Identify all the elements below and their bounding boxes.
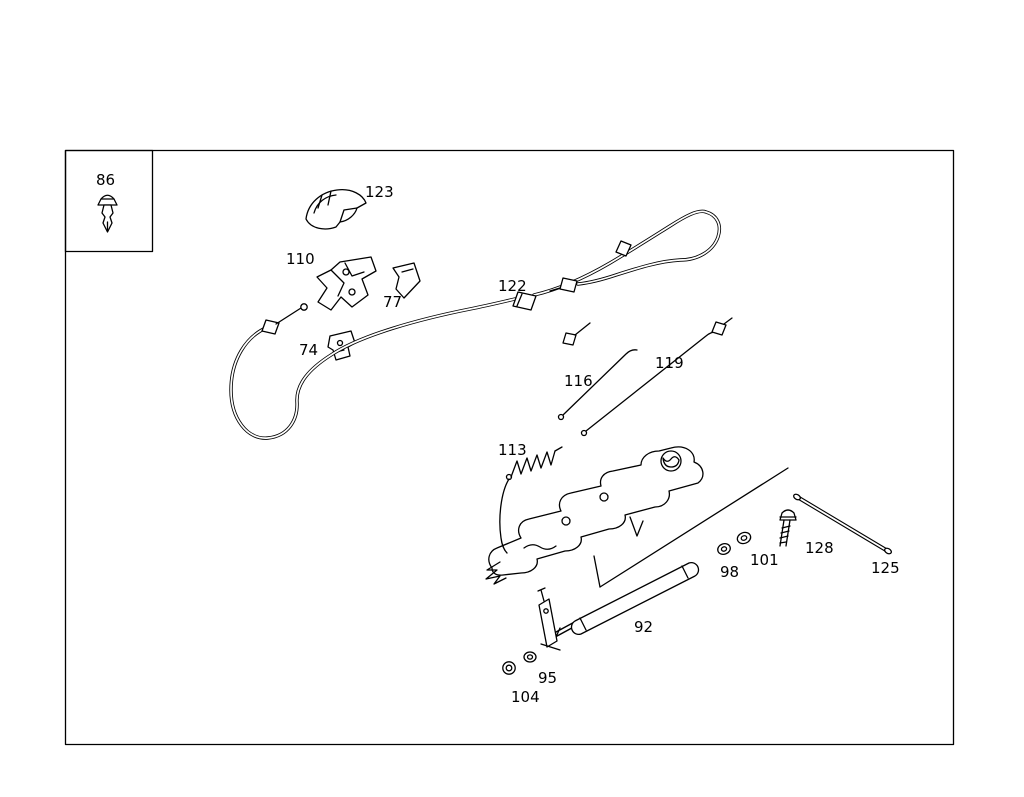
part-label-113: 113 <box>498 441 527 459</box>
cover-123-drawing <box>305 189 367 230</box>
part-label-86: 86 <box>96 171 116 189</box>
part-label-128: 128 <box>805 539 834 557</box>
part-label-122: 122 <box>498 277 527 295</box>
throttle-cable-122-drawing <box>229 209 722 440</box>
bolt-128-drawing <box>779 509 797 547</box>
part-label-98: 98 <box>720 563 740 581</box>
link-rod-125-drawing <box>793 493 892 555</box>
washer-104-drawing <box>502 661 516 675</box>
part-label-74: 74 <box>299 341 319 359</box>
part-label-104: 104 <box>511 688 540 706</box>
part-label-119: 119 <box>655 354 684 372</box>
part-label-125: 125 <box>871 559 900 577</box>
linkage-bracket-drawing <box>485 446 704 585</box>
part-label-77: 77 <box>383 293 403 311</box>
nut-95-drawing <box>523 651 537 663</box>
part-label-95: 95 <box>538 669 558 687</box>
nut-101-drawing <box>736 531 752 545</box>
spring-113-drawing <box>499 446 563 554</box>
bracket-110-drawing <box>316 256 377 311</box>
inset-box <box>64 149 154 253</box>
damper-92-drawing <box>537 561 700 651</box>
rod-119-drawing <box>580 317 733 437</box>
leader-lines <box>593 467 789 588</box>
part-label-101: 101 <box>750 551 779 569</box>
part-label-123: 123 <box>365 183 394 201</box>
part-label-116: 116 <box>564 372 593 390</box>
clip-86-drawing <box>97 194 118 233</box>
washer-98-drawing <box>717 542 731 556</box>
rod-116-drawing <box>557 322 638 421</box>
part-label-110: 110 <box>286 250 315 268</box>
bracket-77-drawing <box>392 262 421 299</box>
part-label-92: 92 <box>634 618 654 636</box>
diagram-border <box>64 149 955 746</box>
